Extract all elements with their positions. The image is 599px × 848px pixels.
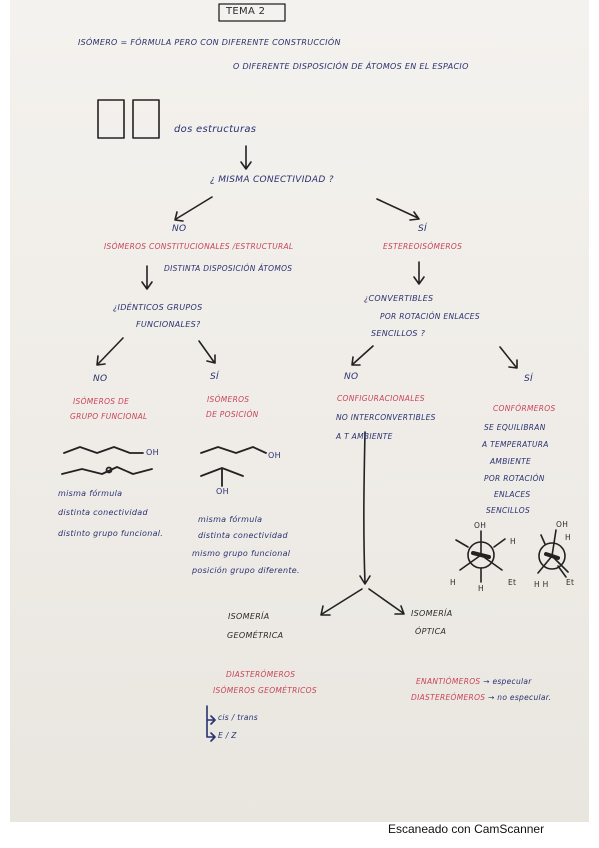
- stereoisomers-title: ESTEREOISÓMEROS: [383, 242, 463, 251]
- conformers-line-5: ENLACES: [494, 490, 531, 499]
- geometric-title-1: ISOMERÍA: [228, 612, 270, 621]
- arrow-to-rotation-q: [413, 261, 425, 285]
- skeletal-formula-ether: [61, 466, 153, 475]
- func-note-1: misma fórmula: [58, 489, 123, 498]
- arrow-to-func-no: [96, 337, 124, 366]
- rot-no-answer: NO: [344, 372, 359, 382]
- position-isomers-1: ISÓMEROS: [207, 395, 250, 404]
- skeletal-formula-1-propanol: [200, 446, 267, 454]
- arrow-to-func-yes: [198, 340, 216, 364]
- long-down-arrow: [359, 431, 371, 585]
- newman2-hh: H H: [534, 580, 549, 589]
- newman1-et: Et: [508, 578, 517, 587]
- enantiomers-specular: → especular: [483, 677, 532, 686]
- arrow-to-functional-q: [141, 265, 153, 290]
- arrow-to-rot-no: [351, 345, 374, 366]
- diastereomers-label: DIASTERÓMEROS: [226, 670, 296, 679]
- diastereomers-non-specular: → no especular.: [488, 693, 552, 702]
- newman2-et: Et: [566, 578, 575, 587]
- diastereomers-optical-label: DIASTEREÓMEROS: [411, 693, 486, 702]
- newman1-oh: OH: [474, 521, 487, 530]
- oh-label-2: OH: [268, 451, 281, 460]
- conformers-line-2: A TEMPERATURA: [482, 440, 549, 449]
- newman1-h1: H: [510, 537, 516, 546]
- newman2-h: H: [565, 533, 571, 542]
- conformers-line-6: SENCILLOS: [486, 506, 531, 515]
- definition-line-2: O DIFERENTE DISPOSICIÓN DE ÁTOMOS EN EL …: [233, 62, 469, 71]
- definition-line-1: ISÓMERO = FÓRMULA PERO CON DIFERENTE CON…: [78, 38, 341, 47]
- camscanner-watermark: Escaneado con CamScanner: [388, 822, 545, 836]
- geometric-title-2: GEOMÉTRICA: [227, 631, 284, 640]
- conformers-line-4: POR ROTACIÓN: [484, 474, 545, 483]
- geometric-isomers-label: ISÓMEROS GEOMÉTRICOS: [213, 686, 317, 695]
- newman2-oh: OH: [556, 520, 569, 529]
- diastereomers-line: DIASTEREÓMEROS → no especular.: [411, 693, 551, 702]
- cis-trans-option: cis / trans: [218, 713, 258, 722]
- rot-yes-answer: SÍ: [524, 374, 533, 384]
- oh-label-3: OH: [216, 487, 229, 496]
- newman1-h3: H: [478, 584, 484, 593]
- enantiomers-line: ENANTIÓMEROS → especular: [416, 677, 532, 686]
- constitutional-isomers-sub: DISTINTA DISPOSICIÓN ÁTOMOS: [164, 264, 293, 273]
- newman1-h2: H: [450, 578, 456, 587]
- pos-note-4: posición grupo diferente.: [192, 566, 300, 575]
- left-answer-no: NO: [172, 224, 187, 234]
- arrow-to-yes-branch: [376, 198, 420, 221]
- func-note-3: distinto grupo funcional.: [58, 529, 164, 538]
- arrow-to-no-branch: [174, 196, 213, 222]
- arrow-to-rot-yes: [499, 346, 518, 369]
- pos-note-2: distinta conectividad: [198, 531, 288, 540]
- rotation-question-1: ¿CONVERTIBLES: [364, 294, 434, 303]
- configurational-label: CONFIGURACIONALES: [337, 394, 425, 403]
- e-z-option: E / Z: [218, 731, 237, 740]
- pos-note-1: misma fórmula: [198, 515, 263, 524]
- functional-groups-question-1: ¿IDÉNTICOS GRUPOS: [113, 303, 203, 312]
- arrow-to-optical: [368, 588, 405, 615]
- room-temp-label: A T AMBIENTE: [336, 432, 393, 441]
- optical-title-2: ÓPTICA: [415, 627, 447, 636]
- rotation-question-3: SENCILLOS ?: [371, 329, 426, 338]
- conformers-line-1: SE EQUILIBRAN: [484, 423, 546, 432]
- structure-box-right: [132, 99, 160, 139]
- func-no-answer: NO: [93, 374, 108, 384]
- constitutional-isomers-title: ISÓMEROS CONSTITUCIONALES /ESTRUCTURAL: [104, 242, 294, 251]
- func-note-2: distinta conectividad: [58, 508, 148, 517]
- enantiomers-label: ENANTIÓMEROS: [416, 677, 481, 686]
- position-isomers-2: DE POSICIÓN: [206, 410, 259, 419]
- right-answer-yes: SÍ: [418, 224, 427, 234]
- skeletal-formula-alcohol: [63, 446, 144, 454]
- structure-box-left: [97, 99, 125, 139]
- page-title: TEMA 2: [226, 6, 266, 17]
- notebook-page: [10, 0, 589, 822]
- func-yes-answer: SÍ: [210, 372, 219, 382]
- newman-projection-staggered: [455, 530, 506, 583]
- newman-projection-eclipsed: [537, 529, 569, 578]
- title-box: [218, 3, 286, 22]
- non-interconvertible-label: NO INTERCONVERTIBLES: [336, 413, 436, 422]
- functional-groups-question-2: FUNCIONALES?: [136, 320, 201, 329]
- arrow-to-geometric: [320, 588, 363, 616]
- conformers-title: CONFÓRMEROS: [493, 404, 556, 413]
- conformers-line-3: AMBIENTE: [490, 457, 532, 466]
- skeletal-formula-2-propanol: [200, 467, 244, 487]
- func-group-isomers-1: ISÓMEROS DE: [73, 397, 130, 406]
- bracket-options: [206, 705, 216, 742]
- pos-note-3: mismo grupo funcional: [192, 549, 291, 558]
- rotation-question-2: POR ROTACIÓN ENLACES: [380, 312, 480, 321]
- arrow-to-connectivity: [240, 145, 252, 170]
- boxes-label: dos estructuras: [174, 124, 257, 135]
- oh-label-1: OH: [146, 448, 159, 457]
- func-group-isomers-2: GRUPO FUNCIONAL: [70, 412, 148, 421]
- optical-title-1: ISOMERÍA: [411, 609, 453, 618]
- connectivity-question: ¿ MISMA CONECTIVIDAD ?: [210, 175, 334, 185]
